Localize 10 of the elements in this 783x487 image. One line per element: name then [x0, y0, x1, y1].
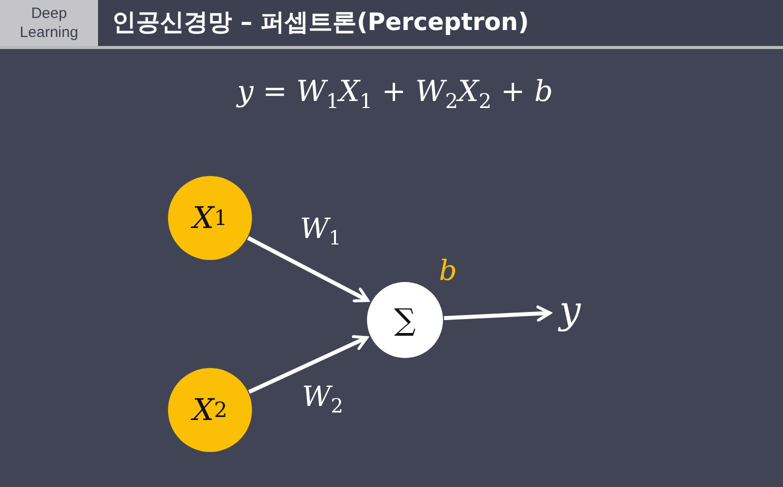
category-badge: Deep Learning — [0, 0, 98, 46]
formula: y = W$_{1}$X$_{1}$ + W$_{2}$X$_{2}$ + b — [235, 74, 554, 113]
arrow — [248, 335, 368, 394]
sum-circle: ∑ — [367, 282, 443, 358]
title: 인공신경망 – 퍼셉트론(Perceptron) — [112, 7, 529, 38]
weight-label: W$_{2}$ — [302, 380, 344, 418]
arrow — [444, 305, 552, 322]
arrow — [247, 236, 370, 302]
output-label: y — [554, 288, 586, 332]
weight-label: W$_{1}$ — [300, 212, 342, 250]
